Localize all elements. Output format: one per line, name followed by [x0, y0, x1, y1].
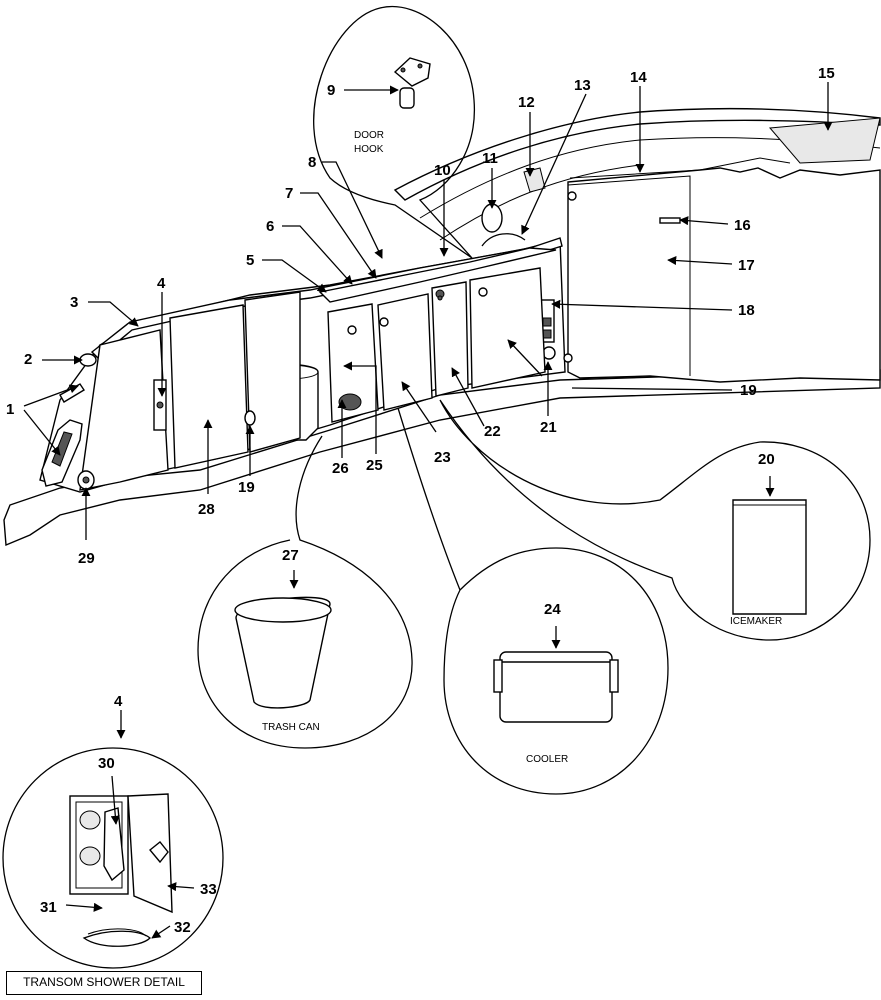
door-22 [431, 281, 469, 397]
trash-can-bubble: TRASH CAN [197, 435, 413, 749]
callout-32: 32 [174, 919, 191, 936]
cooler-bubble: COOLER [397, 407, 669, 795]
callout-15: 15 [818, 65, 835, 82]
icemaker-caption: ICEMAKER [730, 616, 782, 627]
callout-16: 16 [734, 217, 751, 234]
callout-10: 10 [434, 162, 451, 179]
callout-4-detail: 4 [114, 693, 123, 710]
transom-shower-detail-label: TRANSOM SHOWER DETAIL [6, 971, 202, 995]
leader-lines [23, 82, 833, 540]
callout-18: 18 [738, 302, 755, 319]
callout-13: 13 [574, 77, 591, 94]
door-hook-caption-2: HOOK [354, 144, 384, 155]
callout-11: 11 [482, 150, 498, 167]
callout-23: 23 [434, 449, 451, 466]
callout-3: 3 [70, 294, 78, 311]
bulkhead [244, 291, 301, 453]
transom-shower-bubble [2, 710, 224, 969]
callout-30: 30 [98, 755, 115, 772]
callout-27: 27 [282, 547, 299, 564]
callout-12: 12 [518, 94, 535, 111]
cooler-caption: COOLER [526, 754, 568, 765]
callout-31: 31 [40, 899, 57, 916]
callout-4: 4 [157, 275, 166, 292]
callout-28: 28 [198, 501, 215, 518]
callout-1: 1 [6, 401, 14, 418]
console-top [318, 247, 557, 303]
windshield-arc [393, 107, 881, 201]
callout-26: 26 [332, 460, 349, 477]
cabinet-17 [567, 167, 881, 383]
door-hook-bubble: DOOR HOOK [313, 5, 476, 259]
callout-14: 14 [630, 69, 647, 86]
callout-19-left: 19 [238, 479, 255, 496]
callout-29: 29 [78, 550, 95, 567]
callout-2: 2 [24, 351, 32, 368]
callout-22: 22 [484, 423, 501, 440]
callout-33: 33 [200, 881, 217, 898]
door-21 [469, 267, 546, 389]
bow-panel [79, 329, 169, 491]
callout-20: 20 [758, 451, 775, 468]
callout-6: 6 [266, 218, 274, 235]
callout-8: 8 [308, 154, 316, 171]
callout-7: 7 [285, 185, 293, 202]
callout-24: 24 [544, 601, 561, 618]
boat-interior-assembly [3, 107, 881, 547]
callout-5: 5 [246, 252, 254, 269]
icemaker-bubble: ICEMAKER [439, 399, 871, 641]
top-panel [768, 117, 881, 164]
trash-can-caption: TRASH CAN [262, 722, 320, 733]
callout-25: 25 [366, 457, 383, 474]
callout-21: 21 [540, 419, 557, 436]
callout-19-right: 19 [740, 382, 757, 399]
door-25 [327, 303, 379, 423]
callout-numbers: 1 2 3 4 5 6 7 8 9 10 11 12 13 14 15 16 1… [6, 65, 835, 936]
door-23 [377, 293, 433, 411]
panel-28 [169, 304, 249, 469]
door-hook-caption-1: DOOR [354, 130, 384, 141]
callout-9: 9 [327, 82, 335, 99]
callout-17: 17 [738, 257, 755, 274]
